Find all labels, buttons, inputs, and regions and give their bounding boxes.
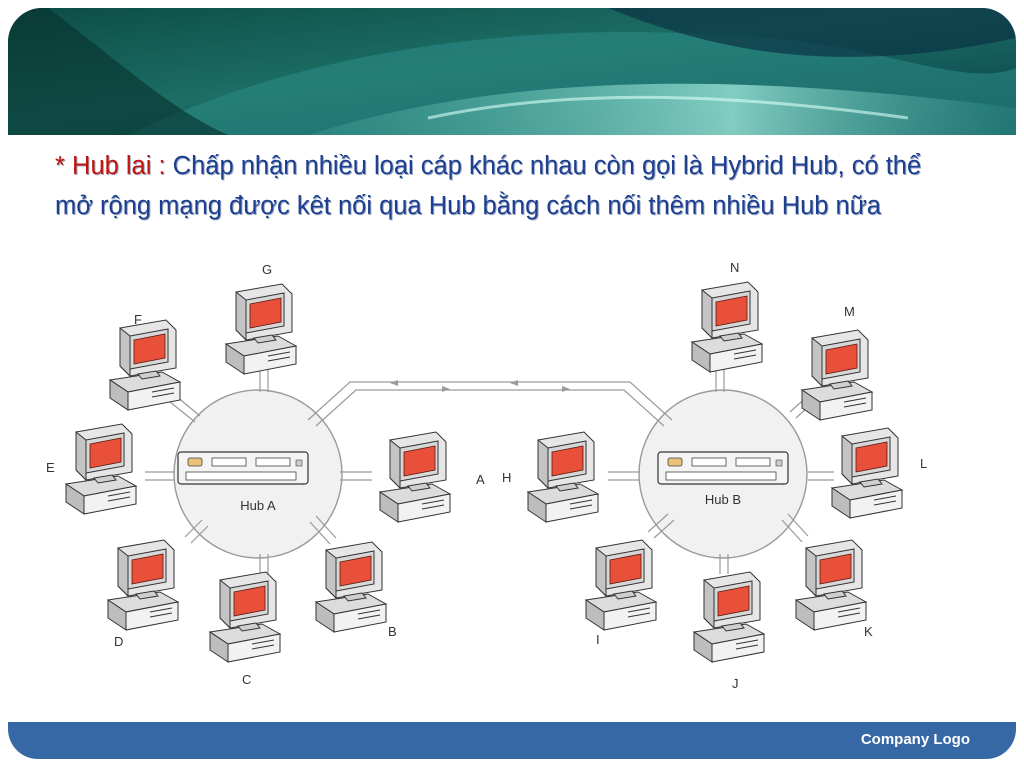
computer-d: [107, 539, 179, 631]
hub-a-label: Hub A: [240, 498, 276, 513]
hub-link-arrows: [390, 380, 570, 392]
computer-k: [795, 539, 867, 631]
hub-a: Hub A: [177, 451, 309, 513]
node-label-b: B: [388, 624, 397, 639]
node-label-f: F: [134, 312, 142, 327]
computer-a: [379, 431, 451, 523]
computer-i: [585, 539, 657, 631]
computer-m: [801, 329, 873, 421]
node-label-i: I: [596, 632, 600, 647]
node-label-l: L: [920, 456, 927, 471]
computer-j: [693, 571, 765, 663]
bullet-lead: Hub lai :: [72, 152, 166, 180]
company-logo: Company Logo: [860, 731, 970, 748]
computer-c: [209, 571, 281, 663]
node-label-m: M: [844, 304, 855, 319]
computer-e: [65, 423, 137, 515]
banner-graphic: [8, 8, 1016, 135]
hub-a-connections: [145, 362, 372, 574]
node-label-h: H: [502, 470, 511, 485]
bullet-marker: *: [55, 152, 65, 180]
node-label-a: A: [476, 472, 485, 487]
hub-link: [307, 381, 673, 427]
bullet-text: Chấp nhận nhiều loại cáp khác nhau còn g…: [55, 152, 922, 220]
node-label-d: D: [114, 634, 123, 649]
node-label-c: C: [242, 672, 251, 687]
hub-b: Hub B: [657, 451, 789, 507]
node-label-g: G: [262, 262, 272, 277]
computer-b: [315, 541, 387, 633]
hub-b-label: Hub B: [705, 492, 741, 507]
node-label-k: K: [864, 624, 873, 639]
computer-f: [109, 319, 181, 411]
node-label-e: E: [46, 460, 55, 475]
node-label-n: N: [730, 260, 739, 275]
computer-l: [831, 427, 903, 519]
computer-h: [527, 431, 599, 523]
footer-bar: Company Logo: [8, 722, 1016, 759]
node-label-j: J: [732, 676, 739, 691]
network-diagram: Hub A Hub B A B C D E F G H I J K L M N: [46, 260, 927, 691]
computer-n: [691, 281, 763, 373]
computer-g: [225, 283, 297, 375]
slide-content: * Hub lai : Chấp nhận nhiều loại cáp khá…: [55, 146, 955, 226]
header-banner: [8, 8, 1016, 135]
